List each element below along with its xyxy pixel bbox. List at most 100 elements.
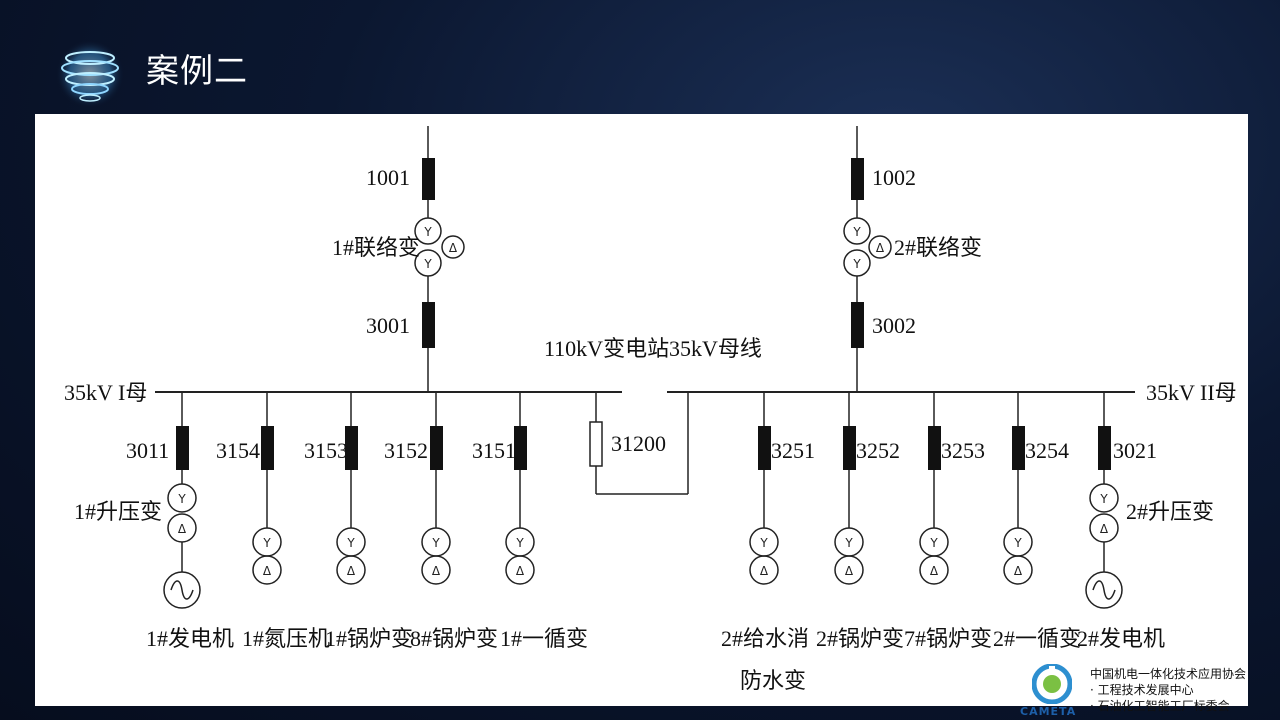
breaker-3002 xyxy=(851,302,864,348)
breaker-3152 xyxy=(430,426,443,470)
organization-block: CAMETA 中国机电一体化技术应用协会 · 工程技术发展中心 · 石油化工智能… xyxy=(1018,662,1268,720)
delta-symbol: Δ xyxy=(1100,522,1109,536)
breaker-label-3151: 3151 xyxy=(472,438,516,463)
wye-symbol: Y xyxy=(1099,492,1108,506)
generator-1-symbol xyxy=(163,571,201,609)
breaker-1001 xyxy=(422,158,435,200)
wye-symbol: Y xyxy=(262,536,271,550)
breaker-label-3154: 3154 xyxy=(216,438,260,463)
breaker-3011 xyxy=(176,426,189,470)
step-up-transformer-1-label: 1#升压变 xyxy=(74,499,162,524)
load-label-circulation-1: 1#一循变 xyxy=(500,626,588,651)
breaker-label-3021: 3021 xyxy=(1113,438,1157,463)
breaker-label-1001: 1001 xyxy=(366,165,410,190)
delta-symbol: Δ xyxy=(845,564,854,578)
tie-transformer-1-tertiary-winding xyxy=(441,235,465,259)
delta-symbol: Δ xyxy=(347,564,356,578)
transformer-3252-secondary xyxy=(834,555,864,585)
organization-center: · 工程技术发展中心 xyxy=(1090,683,1194,697)
wye-symbol: Y xyxy=(423,225,432,239)
load-label-nitrogen-compressor: 1#氮压机 xyxy=(242,626,330,651)
breaker-label-1002: 1002 xyxy=(872,165,916,190)
bus-tie-switch xyxy=(589,421,603,467)
wye-symbol: Y xyxy=(423,257,432,271)
delta-symbol: Δ xyxy=(760,564,769,578)
breaker-label-3254: 3254 xyxy=(1025,438,1069,463)
transformer-3152-secondary xyxy=(421,555,451,585)
wye-symbol: Y xyxy=(1013,536,1022,550)
breaker-label-3002: 3002 xyxy=(872,313,916,338)
breaker-3252 xyxy=(843,426,856,470)
organization-committee: · 石油化工智能工厂标委会 xyxy=(1090,699,1230,713)
breaker-3001 xyxy=(422,302,435,348)
bus-left-label: 35kV I母 xyxy=(64,380,147,405)
tie-transformer-2-tertiary-winding xyxy=(868,235,892,259)
wye-symbol: Y xyxy=(852,257,861,271)
breaker-label-3011: 3011 xyxy=(126,438,169,463)
breaker-label-3153: 3153 xyxy=(304,438,348,463)
generator-2-wave xyxy=(1092,580,1116,600)
breaker-3021 xyxy=(1098,426,1111,470)
wye-symbol: Y xyxy=(177,492,186,506)
transformer-3154-secondary xyxy=(252,555,282,585)
slide-title: 案例二 xyxy=(146,51,248,90)
step-up-transformer-1-primary xyxy=(167,483,197,513)
association-logo-icon xyxy=(1032,664,1072,704)
breaker-label-3251: 3251 xyxy=(771,438,815,463)
tie-transformer-2-label: 2#联络变 xyxy=(894,235,982,260)
generator-1-wave xyxy=(170,580,194,600)
busbar-label: 35kV母线 xyxy=(669,336,762,361)
step-up-transformer-2-primary xyxy=(1089,483,1119,513)
delta-symbol: Δ xyxy=(263,564,272,578)
load-label-circulation-2: 2#一循变 xyxy=(993,626,1081,651)
load-label-boiler-1: 1#锅炉变 xyxy=(325,626,413,651)
diagram-panel xyxy=(35,114,1248,706)
tie-transformer-1-upper-winding xyxy=(414,217,442,245)
load-label-generator-1: 1#发电机 xyxy=(146,626,234,651)
wye-symbol: Y xyxy=(346,536,355,550)
transformer-3253-secondary xyxy=(919,555,949,585)
breaker-label-3001: 3001 xyxy=(366,313,410,338)
transformer-3254-secondary xyxy=(1003,555,1033,585)
delta-symbol: Δ xyxy=(432,564,441,578)
load-label-generator-2: 2#发电机 xyxy=(1077,626,1165,651)
wye-symbol: Y xyxy=(431,536,440,550)
wye-symbol: Y xyxy=(759,536,768,550)
swirl-logo-icon xyxy=(56,40,124,108)
breaker-label-3252: 3252 xyxy=(856,438,900,463)
load-label-boiler-8: 8#锅炉变 xyxy=(410,626,498,651)
delta-symbol: Δ xyxy=(178,522,187,536)
association-logo-text: CAMETA xyxy=(1020,705,1077,718)
wye-symbol: Y xyxy=(929,536,938,550)
transformer-3153-secondary xyxy=(336,555,366,585)
breaker-3253 xyxy=(928,426,941,470)
bus-tie-label: 31200 xyxy=(611,431,666,456)
breaker-3154 xyxy=(261,426,274,470)
load-label-water-supply-line2: 防水变 xyxy=(740,668,806,693)
load-label-boiler-7: 7#锅炉变 xyxy=(904,626,992,651)
tie-transformer-1-label: 1#联络变 xyxy=(332,235,420,260)
wye-symbol: Y xyxy=(852,225,861,239)
breaker-3151 xyxy=(514,426,527,470)
generator-2-symbol xyxy=(1085,571,1123,609)
breaker-3251 xyxy=(758,426,771,470)
delta-symbol: Δ xyxy=(930,564,939,578)
step-up-transformer-2-label: 2#升压变 xyxy=(1126,499,1214,524)
breaker-label-3253: 3253 xyxy=(941,438,985,463)
tie-transformer-2-upper-winding xyxy=(843,217,871,245)
delta-symbol: Δ xyxy=(876,241,885,255)
bus-right-label: 35kV II母 xyxy=(1146,380,1237,405)
load-label-water-supply: 2#给水消 xyxy=(721,626,809,651)
breaker-3254 xyxy=(1012,426,1025,470)
delta-symbol: Δ xyxy=(449,241,458,255)
breaker-1002 xyxy=(851,158,864,200)
substation-label: 110kV变电站 xyxy=(544,336,669,361)
wye-symbol: Y xyxy=(844,536,853,550)
delta-symbol: Δ xyxy=(1014,564,1023,578)
transformer-3251-secondary xyxy=(749,555,779,585)
breaker-label-3152: 3152 xyxy=(384,438,428,463)
wye-symbol: Y xyxy=(515,536,524,550)
load-label-boiler-2: 2#锅炉变 xyxy=(816,626,904,651)
delta-symbol: Δ xyxy=(516,564,525,578)
